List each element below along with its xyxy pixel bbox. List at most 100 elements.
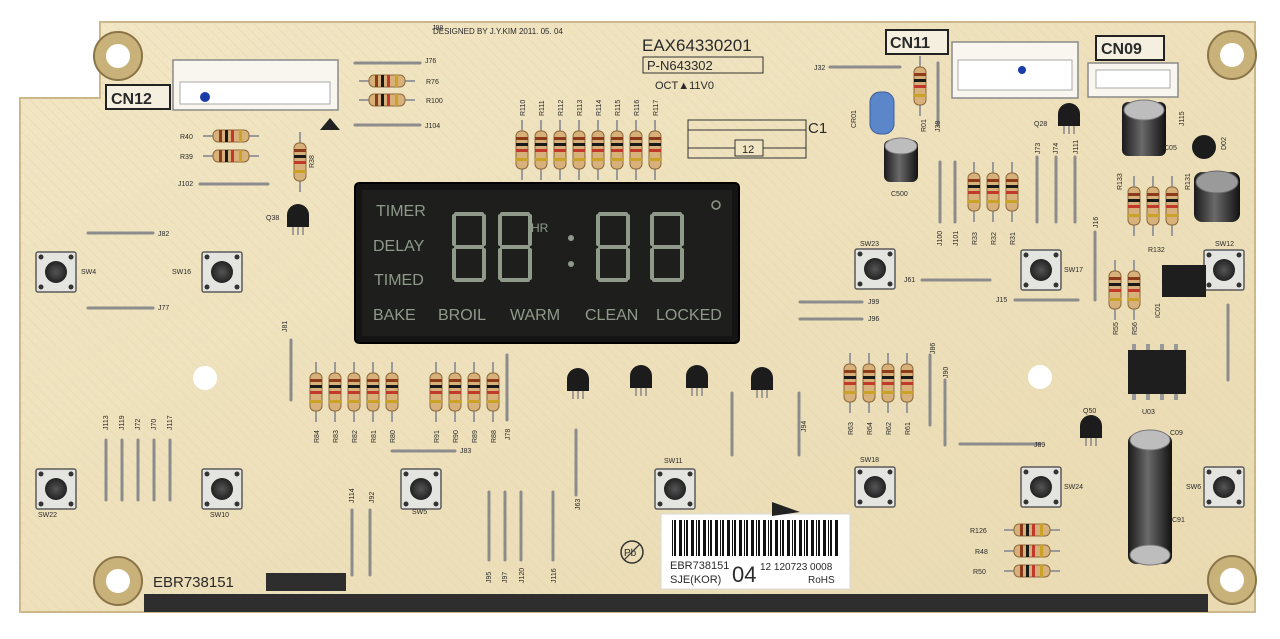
barcode-bar xyxy=(722,520,724,556)
barcode-bar xyxy=(775,520,778,556)
tactile-switch-button xyxy=(1203,249,1245,291)
switch-label: SW6 xyxy=(1186,484,1201,491)
ic-footprint xyxy=(687,119,807,159)
barcode-bar xyxy=(811,520,814,556)
sticker-serial: 12 120723 0008 xyxy=(760,562,833,573)
barcode-bar xyxy=(787,520,790,556)
jumper-label: J73 xyxy=(1035,143,1042,154)
jumper-label: J100 xyxy=(937,231,944,246)
barcode-bar xyxy=(739,520,742,556)
switch-label: SW11 xyxy=(664,458,683,465)
resistor-label: R111 xyxy=(539,100,546,116)
jumper-label: J77 xyxy=(158,305,169,312)
resistor-label: R91 xyxy=(434,430,441,443)
barcode-bar xyxy=(816,520,817,556)
resistor-label: R48 xyxy=(975,549,988,556)
vfd-display: TIMER DELAY TIMED BAKE BROIL WARM CLEAN … xyxy=(354,182,740,344)
transistor-label: Q28 xyxy=(1034,121,1047,128)
resistor-label: R88 xyxy=(491,430,498,443)
jumper-label: J63 xyxy=(575,499,582,510)
capacitor-label: R01 xyxy=(921,119,928,132)
barcode-bar xyxy=(732,520,733,556)
resistor-label: R31 xyxy=(1010,232,1017,245)
jumper-label: J113 xyxy=(103,415,110,430)
pcb-code: P-N643302 xyxy=(647,58,713,73)
barcode-bar xyxy=(710,520,712,556)
integrated-circuit xyxy=(1128,344,1186,400)
barcode-bar xyxy=(751,520,754,556)
jumper-label: J92 xyxy=(369,492,376,503)
resistor-label: R84 xyxy=(314,430,321,443)
display-label-timed: TIMED xyxy=(374,272,424,289)
resistor-label: R64 xyxy=(867,422,874,435)
tactile-switch-button xyxy=(854,248,896,290)
barcode-bar xyxy=(720,520,721,556)
date-code: OCT▲11V0 xyxy=(655,80,714,92)
resistor-label: R90 xyxy=(453,430,460,443)
bottom-marking: EBR738151 xyxy=(153,574,234,591)
electrolytic-capacitor xyxy=(884,137,918,182)
barcode-bar xyxy=(674,520,676,556)
electrolytic-capacitor xyxy=(1122,99,1166,156)
barcode-bar xyxy=(715,520,718,556)
barcode-bar xyxy=(746,520,748,556)
barcode-bar xyxy=(744,520,745,556)
resistor-label: R131 xyxy=(1185,173,1192,190)
sticker-compliance: RoHS xyxy=(808,575,835,586)
jumper-label: J114 xyxy=(349,488,356,503)
barcode-bar xyxy=(696,520,697,556)
resistor-label: R112 xyxy=(558,100,565,116)
connector-label-cn09: CN09 xyxy=(1101,41,1142,58)
jumper-label: J97 xyxy=(502,572,509,583)
tactile-switch-button xyxy=(400,468,442,510)
mounting-hole xyxy=(1207,30,1257,80)
connector-label-cn12: CN12 xyxy=(111,91,152,108)
resistor-label: R33 xyxy=(972,232,979,245)
jumper-label: J76 xyxy=(425,58,436,65)
switch-label: SW24 xyxy=(1064,484,1083,491)
jumper-label: J78 xyxy=(505,429,512,440)
jumper-label: J104 xyxy=(425,123,440,130)
barcode-bar xyxy=(756,520,757,556)
jumper-label: J94 xyxy=(801,421,808,432)
switch-label: SW18 xyxy=(860,457,879,464)
resistor-label: R113 xyxy=(577,100,584,116)
resistor-label: R110 xyxy=(520,100,527,116)
barcode-bar xyxy=(806,520,808,556)
display-label-clean: CLEAN xyxy=(585,307,638,324)
resistor-label: R132 xyxy=(1148,247,1165,254)
barcode-bar xyxy=(804,520,805,556)
barcode-sticker: EBR738151 04 12 120723 0008 SJE(KOR) RoH… xyxy=(660,513,851,590)
jumper-label: J119 xyxy=(119,415,126,430)
resistor-label: R82 xyxy=(352,430,359,443)
jumper-label: J86 xyxy=(930,343,937,354)
barcode-bar xyxy=(763,520,766,556)
pb-free-logo: Pb xyxy=(620,540,644,564)
resistor-label: R83 xyxy=(333,430,340,443)
barcode-bar xyxy=(686,520,688,556)
barcode-bar xyxy=(770,520,772,556)
jumper-label: J102 xyxy=(178,181,193,188)
barcode-bar xyxy=(782,520,784,556)
resistor-label: R116 xyxy=(634,100,641,116)
barcode-bar xyxy=(828,520,829,556)
sticker-model: EBR738151 xyxy=(670,560,729,572)
jumper-label: J16 xyxy=(1093,217,1100,228)
ic-label: U03 xyxy=(1142,409,1155,416)
jumper-label: J115 xyxy=(1179,111,1186,126)
jumper-label: J99 xyxy=(868,299,879,306)
jumper-label: J82 xyxy=(158,231,169,238)
display-label-warm: WARM xyxy=(510,307,560,324)
switch-label: SW12 xyxy=(1215,241,1234,248)
resistor-label: R32 xyxy=(991,232,998,245)
resistor-label: R89 xyxy=(472,430,479,443)
svg-text:Pb: Pb xyxy=(624,548,637,559)
mounting-hole xyxy=(1207,555,1257,605)
capacitor-label: C05 xyxy=(1164,145,1177,152)
resistor-label: R50 xyxy=(973,569,986,576)
barcode-bar xyxy=(758,520,760,556)
tactile-switch-button xyxy=(35,468,77,510)
jumper-label: J38 xyxy=(935,121,942,132)
switch-label: SW17 xyxy=(1064,267,1083,274)
